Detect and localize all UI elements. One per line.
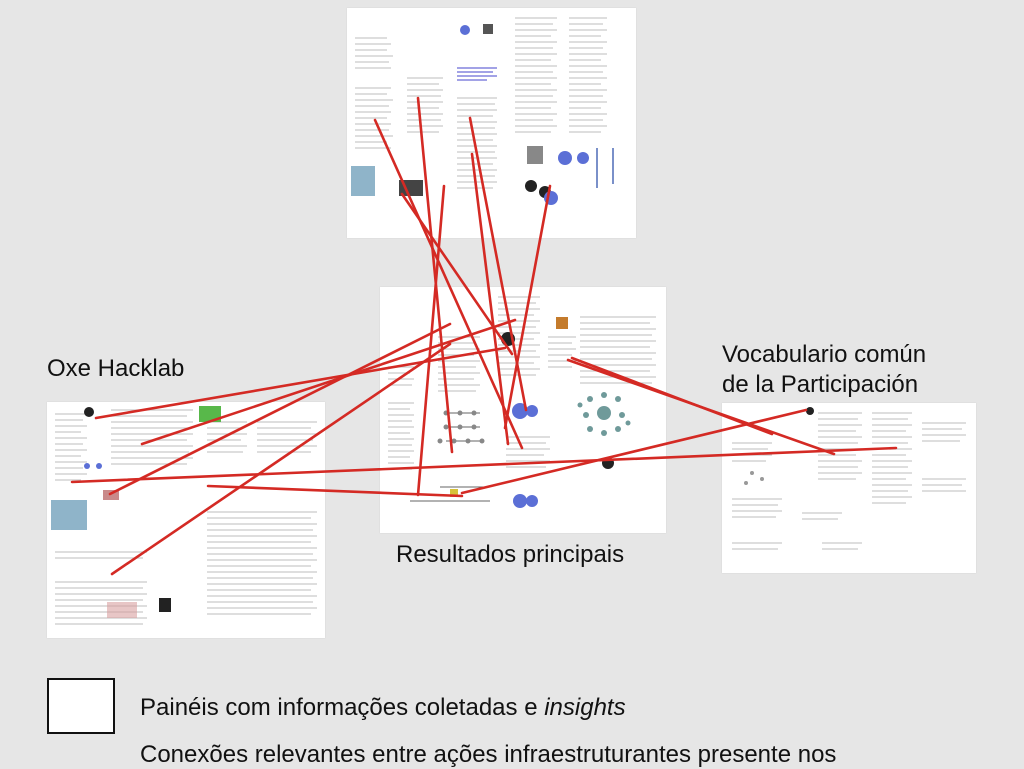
- label-resultados-principais: Resultados principais: [396, 541, 625, 568]
- legend-connections-text: Conexões relevantes entre ações infraest…: [140, 741, 837, 768]
- legend-panel-swatch: [47, 678, 115, 734]
- panel-resultados-principais: [380, 287, 666, 533]
- panel-top: [347, 8, 636, 238]
- panel-vocabulario: [722, 403, 976, 573]
- panel-oxe-content: [51, 406, 317, 625]
- label-oxe-hacklab: Oxe Hacklab: [47, 355, 185, 382]
- label-vocabulario-line1: Vocabulario común: [722, 341, 927, 368]
- panel-resultados-content: [388, 296, 656, 508]
- legend-panels-text: Painéis com informações coletadas e insi…: [140, 694, 626, 721]
- panel-top-content: [351, 17, 614, 205]
- legend-panels-emphasis: insights: [544, 694, 626, 721]
- label-vocabulario-line2: de la Participación: [722, 371, 919, 398]
- panel-vocabulario-content: [732, 407, 966, 550]
- panel-oxe-hacklab: [47, 402, 325, 638]
